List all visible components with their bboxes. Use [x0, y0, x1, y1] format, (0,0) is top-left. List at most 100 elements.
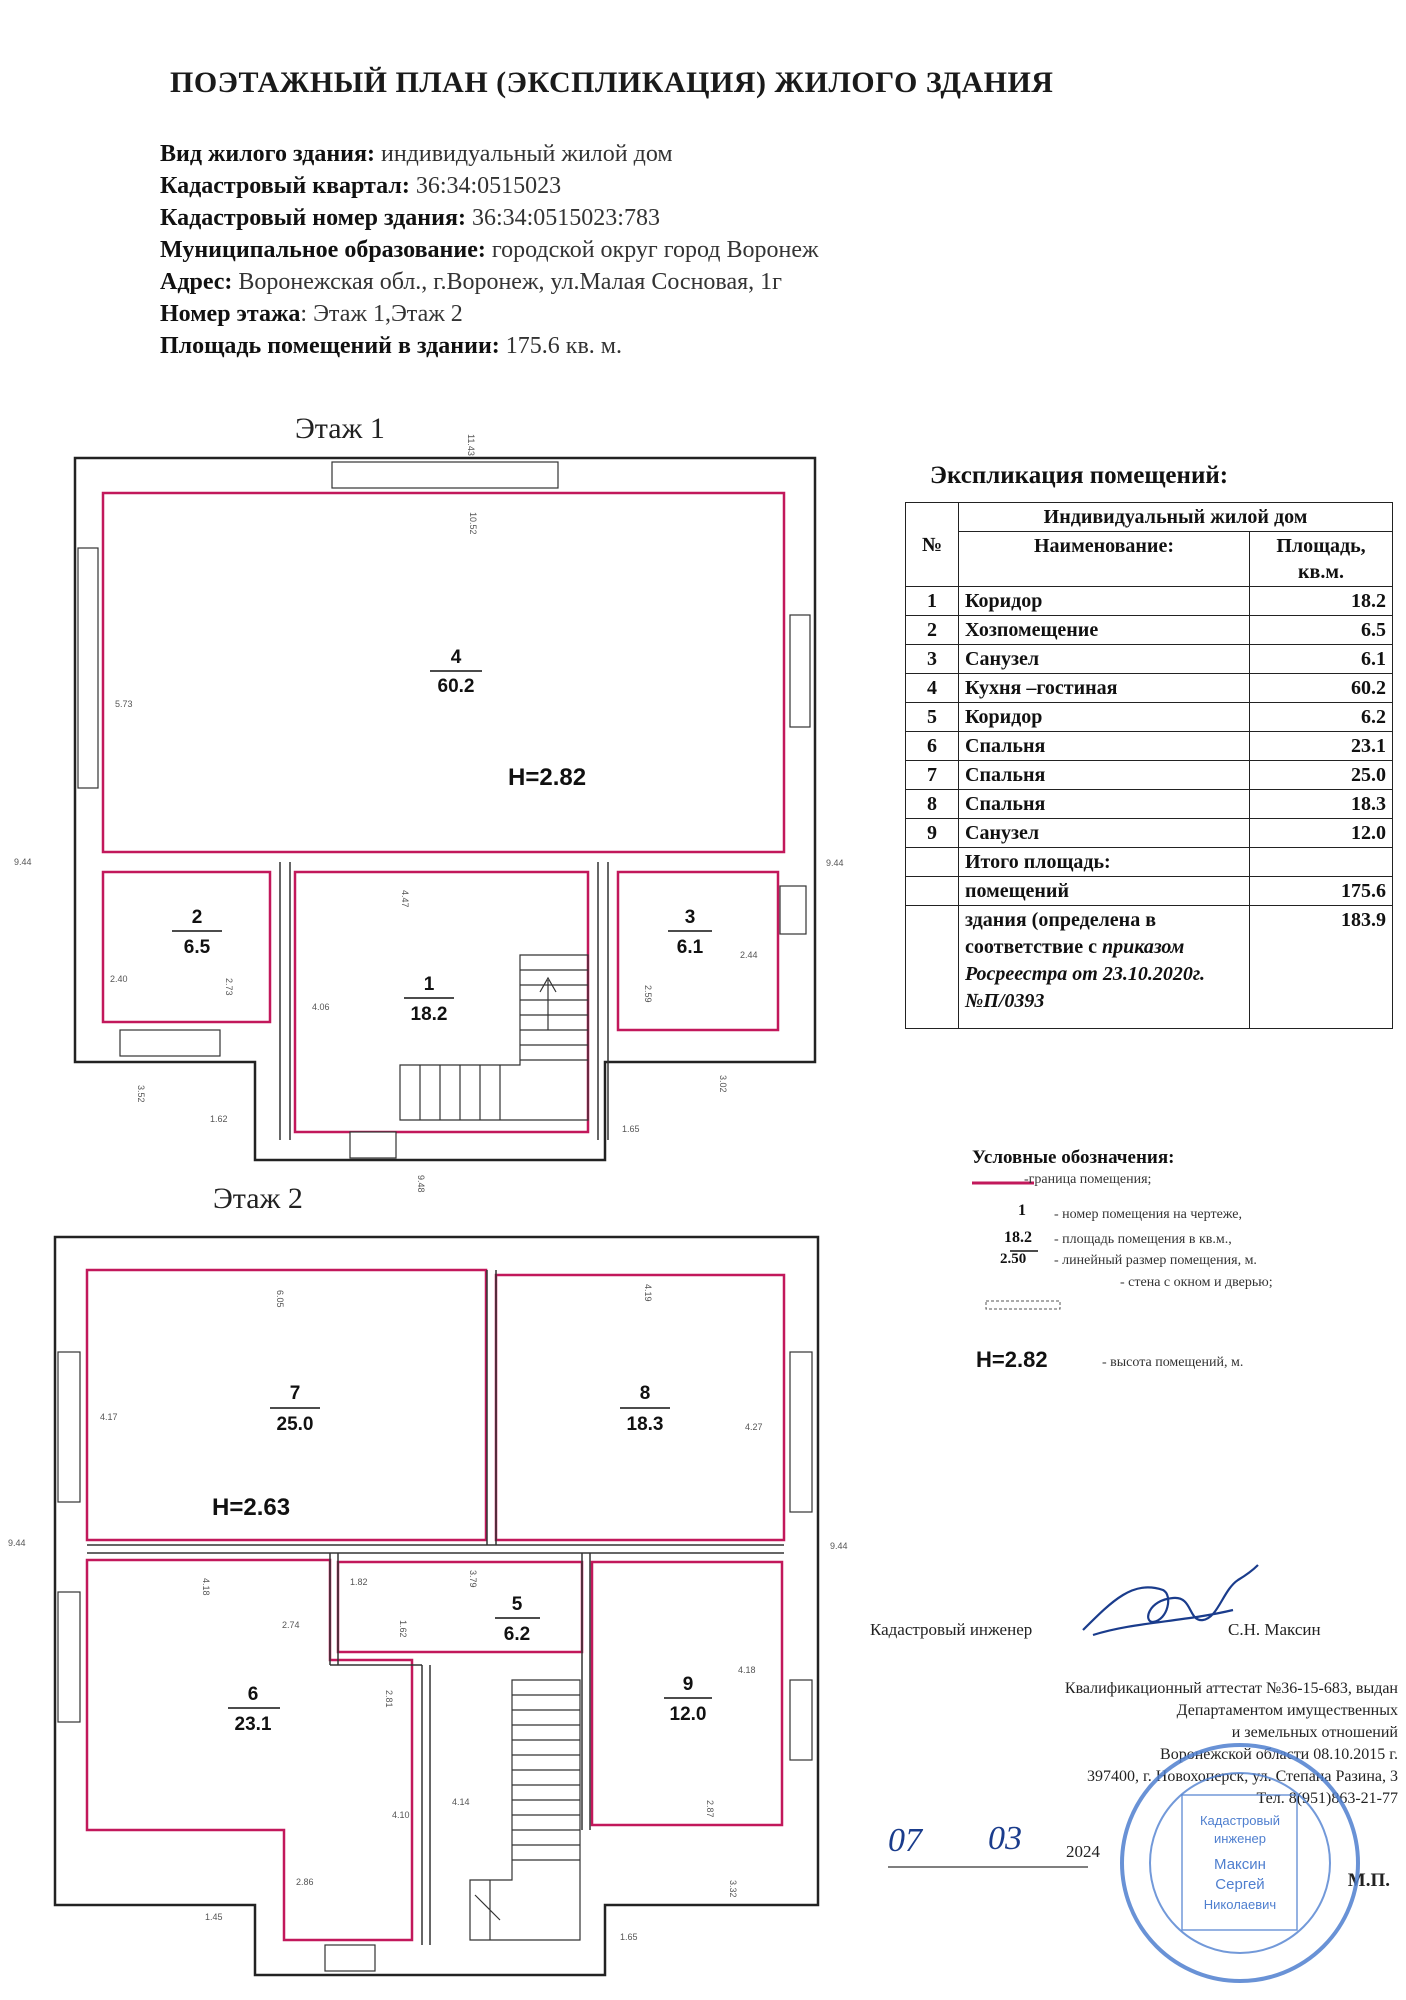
- svg-text:2.81: 2.81: [384, 1690, 394, 1708]
- document-title: ПОЭТАЖНЫЙ ПЛАН (ЭКСПЛИКАЦИЯ) ЖИЛОГО ЗДАН…: [170, 66, 1054, 99]
- svg-text:2.87: 2.87: [705, 1800, 715, 1818]
- room9-number: 9: [683, 1674, 694, 1695]
- legend-area-desc: - площадь помещения в кв.м.,: [1054, 1232, 1232, 1247]
- room3-number: 3: [685, 907, 696, 928]
- svg-text:2.44: 2.44: [740, 950, 758, 960]
- svg-text:4.18: 4.18: [201, 1578, 211, 1596]
- engineer-label: Кадастровый инженер: [870, 1620, 1033, 1639]
- svg-text:2.86: 2.86: [296, 1877, 314, 1887]
- svg-text:3.32: 3.32: [728, 1880, 738, 1898]
- room6-area: 23.1: [235, 1714, 272, 1735]
- floor1-window-right-2: [779, 885, 807, 935]
- info-row-floor-number: Номер этажа: Этаж 1,Этаж 2: [160, 301, 463, 327]
- legend-sample-area: 18.2: [1004, 1229, 1032, 1246]
- svg-text:4.14: 4.14: [452, 1797, 470, 1807]
- col-group-header: Индивидуальный жилой дом: [958, 502, 1393, 532]
- room2-area: 6.5: [184, 937, 211, 958]
- svg-text:1.62: 1.62: [210, 1114, 228, 1124]
- room8-number: 8: [640, 1383, 651, 1404]
- svg-text:Николаевич: Николаевич: [1204, 1897, 1276, 1912]
- signature-day: 07: [888, 1822, 922, 1859]
- table-subheader-row: Наименование: Площадь, кв.м.: [906, 531, 1393, 587]
- room4-boundary: [101, 491, 786, 854]
- svg-text:3.02: 3.02: [718, 1075, 728, 1093]
- col-num-header: №: [905, 502, 959, 587]
- svg-text:2.40: 2.40: [110, 974, 128, 984]
- room3-area: 6.1: [677, 937, 704, 958]
- building-info: Вид жилого здания: индивидуальный жилой …: [160, 138, 1160, 362]
- col-area-header: Площадь, кв.м.: [1249, 531, 1393, 587]
- svg-text:4.19: 4.19: [643, 1284, 653, 1302]
- svg-text:9.44: 9.44: [830, 1541, 848, 1551]
- floor2-title: Этаж 2: [213, 1182, 303, 1215]
- floor1-door-bottom: [349, 1131, 397, 1159]
- svg-text:1.65: 1.65: [620, 1932, 638, 1942]
- svg-text:4.47: 4.47: [400, 890, 410, 908]
- room5-number: 5: [512, 1594, 523, 1615]
- table-total-label-row: Итого площадь:: [905, 847, 1393, 877]
- floor1-plan: 4 60.2 H=2.82 2 6.5 1 18.2 3 6.1 11.43 1…: [14, 434, 844, 1193]
- svg-text:4.06: 4.06: [312, 1002, 330, 1012]
- svg-text:9.48: 9.48: [416, 1175, 426, 1193]
- signature-month: 03: [988, 1820, 1022, 1857]
- engineer-name: С.Н. Максин: [1228, 1620, 1321, 1639]
- room2-boundary: [101, 870, 272, 1024]
- svg-text:9.44: 9.44: [826, 858, 844, 868]
- legend-sample-height: H=2.82: [976, 1347, 1048, 1372]
- floor2-height: H=2.63: [212, 1494, 290, 1521]
- room4-area: 60.2: [438, 676, 475, 697]
- svg-text:2.73: 2.73: [224, 978, 234, 996]
- svg-text:4.27: 4.27: [745, 1422, 763, 1432]
- legend-sample-num: 1: [1018, 1202, 1026, 1219]
- legend-title: Условные обозначения:: [972, 1147, 1175, 1168]
- floor1-outer-wall: [73, 456, 817, 1162]
- legend-wall-symbol: [985, 1300, 1061, 1310]
- room7-boundary: [85, 1268, 488, 1542]
- table-header-row: № Индивидуальный жилой дом: [905, 502, 1393, 587]
- room6-boundary: [85, 1558, 414, 1942]
- svg-text:5.73: 5.73: [115, 699, 133, 709]
- floor2-stairs: [469, 1679, 581, 1941]
- signature: [1082, 1564, 1259, 1637]
- room6-number: 6: [248, 1684, 259, 1705]
- stamp-seal: Кадастровый инженер Максин Сергей Никола…: [1120, 1743, 1360, 1983]
- col-name-header: Наименование:: [958, 531, 1250, 587]
- legend: Условные обозначения: -граница помещения…: [972, 1147, 1392, 1372]
- floor2-window-left-bottom: [57, 1591, 81, 1723]
- floor1-window-right: [789, 614, 811, 728]
- info-row-municipality: Муниципальное образование: городской окр…: [160, 237, 819, 263]
- explication-table: № Индивидуальный жилой дом Наименование:…: [905, 502, 1393, 1029]
- info-row-type: Вид жилого здания: индивидуальный жилой …: [160, 141, 673, 167]
- room1-boundary: [293, 870, 590, 1134]
- svg-text:1.65: 1.65: [622, 1124, 640, 1134]
- svg-text:4.18: 4.18: [738, 1665, 756, 1675]
- room9-area: 12.0: [670, 1704, 707, 1725]
- engineer-dept1: Департаментом имущественных: [1176, 1702, 1398, 1719]
- engineer-dept2: и земельных отношений: [1231, 1724, 1398, 1741]
- room1-area: 18.2: [411, 1004, 448, 1025]
- floor2-window-right-top: [789, 1351, 813, 1513]
- svg-text:2.59: 2.59: [643, 985, 653, 1003]
- svg-text:1.62: 1.62: [398, 1620, 408, 1638]
- engineer-dept3: Воронежской области 08.10.2015 г.: [1160, 1746, 1398, 1763]
- floor1-title: Этаж 1: [295, 412, 385, 445]
- svg-text:Сергей: Сергей: [1215, 1876, 1264, 1893]
- floor2-window-left-top: [57, 1351, 81, 1503]
- room5-boundary: [336, 1560, 584, 1654]
- svg-text:9.44: 9.44: [14, 857, 32, 867]
- date-underline: [888, 1866, 1088, 1868]
- info-row-total-area: Площадь помещений в здании: 175.6 кв. м.: [160, 333, 622, 359]
- svg-text:9.44: 9.44: [8, 1538, 26, 1548]
- legend-sample-dim: 2.50: [1000, 1251, 1027, 1267]
- room5-area: 6.2: [504, 1624, 530, 1645]
- legend-boundary-desc: -граница помещения;: [1024, 1172, 1152, 1187]
- floor2-window-right-bottom: [789, 1679, 813, 1761]
- floor1-window-top: [331, 461, 559, 489]
- floor2-plan: 7 25.0 H=2.63 8 18.3 5 6.2 6 23.1 9 12.0…: [8, 1235, 848, 1977]
